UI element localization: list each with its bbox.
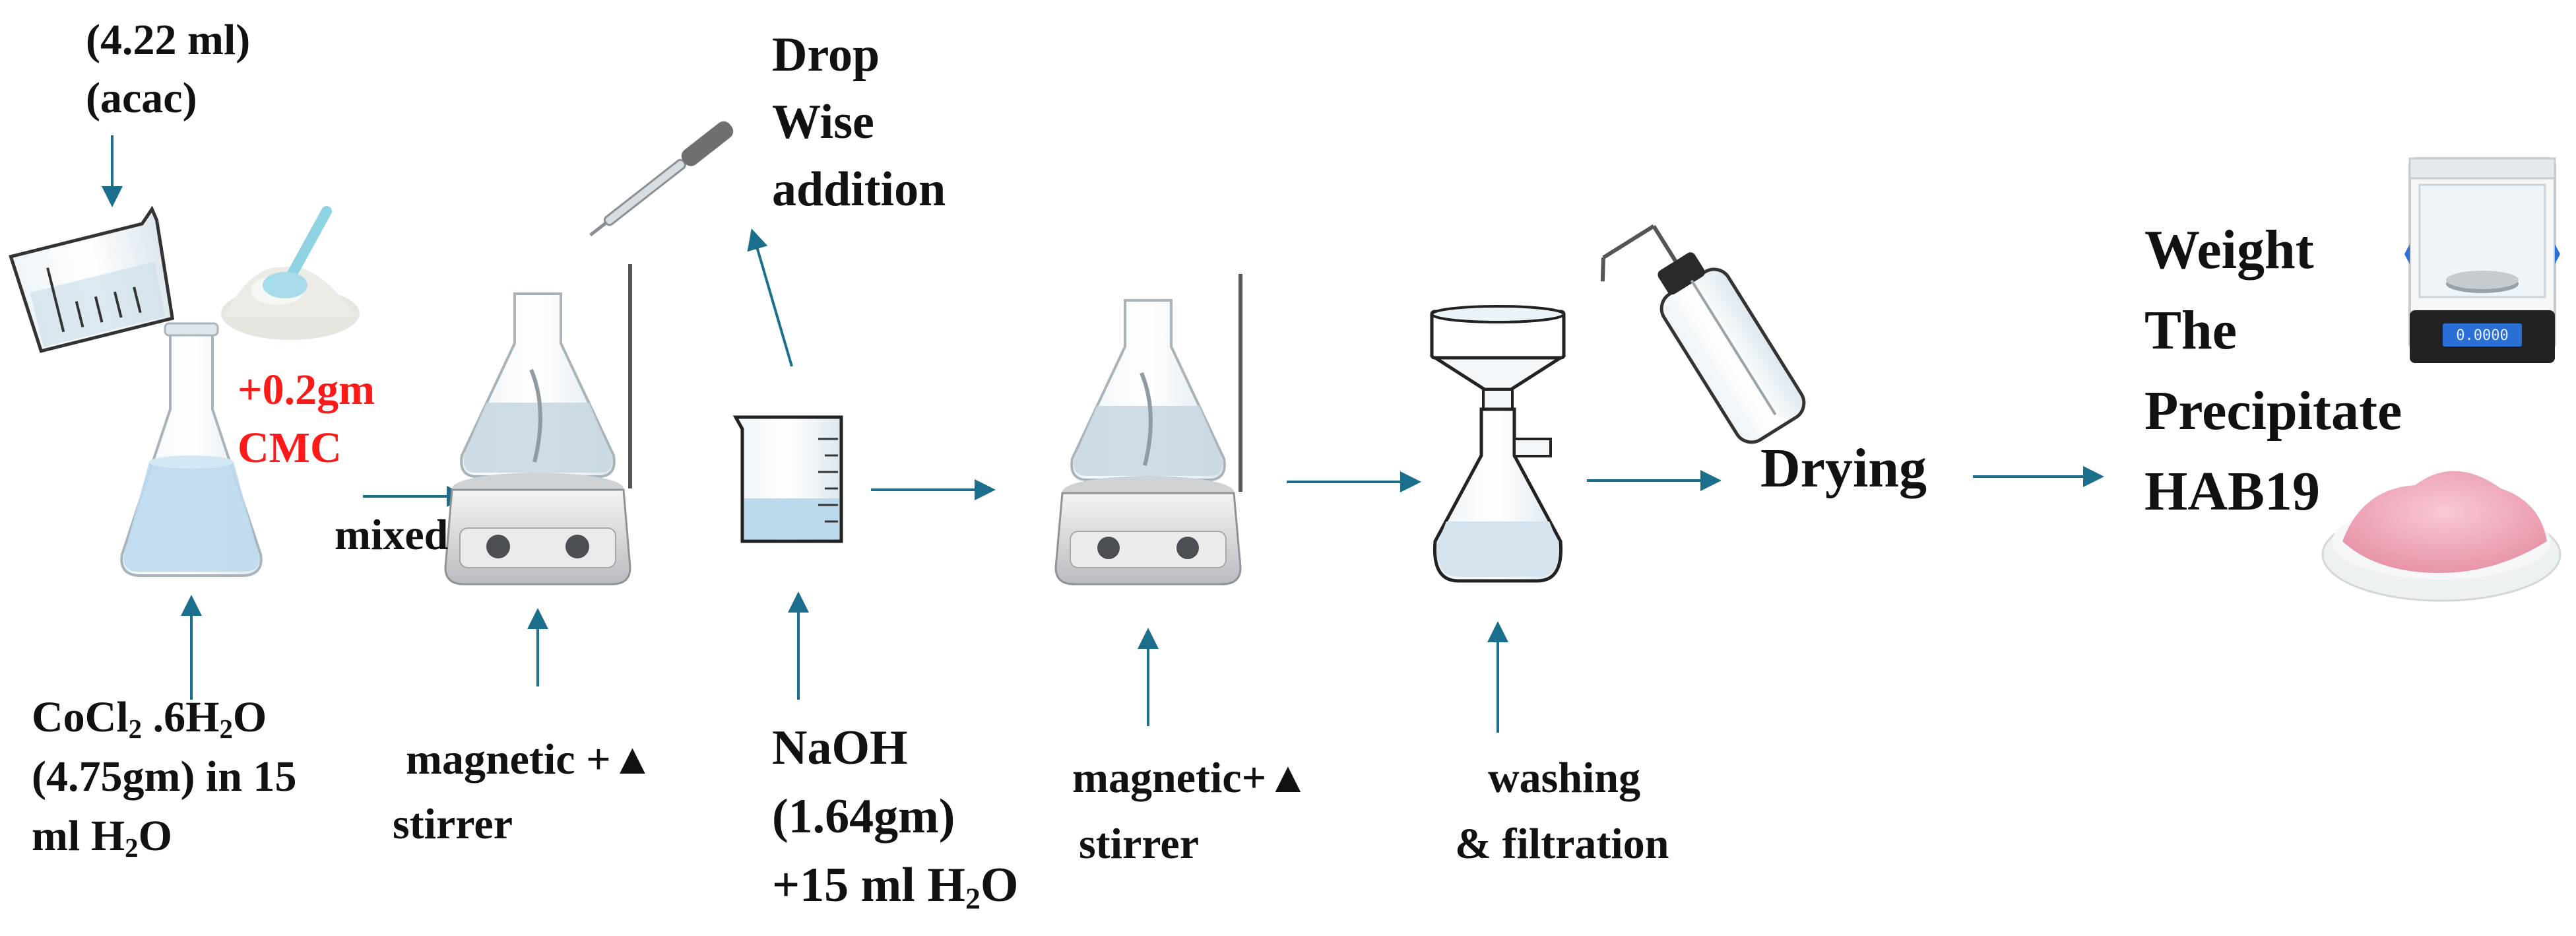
- arrow-beaker-to-drop: [747, 228, 793, 367]
- cocl2-line-1: CoCl2 .6H2O: [32, 693, 267, 745]
- magnetic-stirrer-icon: [444, 264, 632, 585]
- cocl2-line-2: (4.75gm) in 15: [32, 752, 297, 801]
- weight-line-2: The: [2144, 300, 2238, 361]
- drop-line-1: Drop: [772, 28, 880, 82]
- drop-line-3: addition: [772, 162, 946, 217]
- drop-line-2: Wise: [772, 95, 874, 149]
- balance-display: 0.0000: [2456, 327, 2508, 344]
- measuring-cup-icon: [9, 205, 175, 353]
- beaker-icon: [732, 415, 843, 543]
- washing-line-2: & filtration: [1455, 820, 1669, 868]
- stirrer2-line-1: magnetic+▲: [1072, 754, 1310, 802]
- acac-amount-label: (4.22 ml): [86, 16, 251, 64]
- stirrer2-line-2: stirrer: [1079, 820, 1199, 868]
- dropper-icon: [589, 121, 734, 237]
- analytical-balance-icon: 0.0000: [2404, 157, 2560, 363]
- mixed-label: mixed: [335, 511, 449, 559]
- acac-name-label: (acac): [86, 74, 197, 122]
- magnetic-stirrer-icon: [1054, 274, 1242, 585]
- conical-flask-icon: [120, 322, 263, 577]
- stirrer1-line-2: stirrer: [393, 800, 513, 848]
- drying-label: Drying: [1760, 438, 1927, 499]
- cocl2-line-3: ml H2O: [32, 812, 172, 863]
- filtration-funnel-icon: [1429, 305, 1566, 583]
- naoh-line-2: (1.64gm): [772, 789, 955, 844]
- weight-line-1: Weight: [2144, 219, 2314, 281]
- naoh-line-1: NaOH: [772, 721, 908, 775]
- weight-line-3: Precipitate: [2144, 380, 2402, 442]
- pink-powder-dish-icon: [2321, 471, 2561, 602]
- white-powder-spoon-icon: [221, 206, 360, 340]
- wash-bottle-icon: [1600, 224, 1806, 444]
- cmc-name-label: CMC: [238, 424, 342, 472]
- washing-line-1: washing: [1488, 754, 1641, 802]
- weight-line-4: HAB19: [2144, 461, 2321, 522]
- cmc-amount-label: +0.2gm: [238, 366, 375, 414]
- stirrer1-line-1: magnetic +▲: [406, 735, 655, 784]
- naoh-line-3: +15 ml H2O: [772, 858, 1019, 916]
